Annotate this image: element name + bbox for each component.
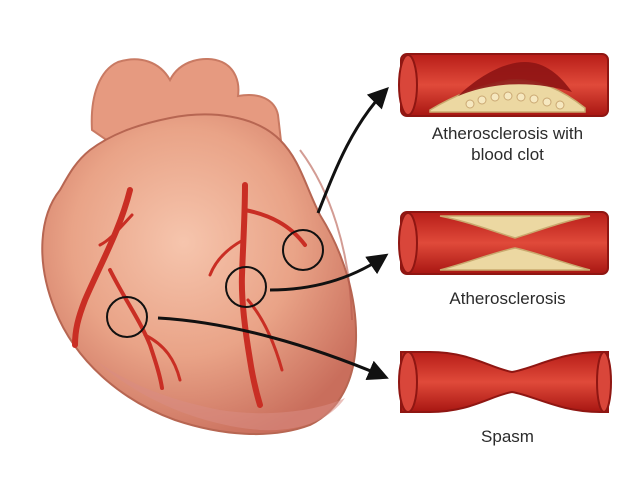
vessel-wall [400,351,609,413]
blood-clot [458,62,572,96]
vessel-opening-far [596,351,612,413]
highlight-circle-1 [282,229,324,271]
plaque-top [439,215,591,239]
highlight-circle-2 [225,266,267,308]
plaque-bottom [439,247,591,271]
highlight-circle-3 [106,296,148,338]
arrow-to-clot [316,86,389,214]
arrow-to-spasm [157,316,389,381]
arrow-to-atherosclerosis [269,253,389,292]
caption-line: Atherosclerosis [449,289,566,308]
vessel-clot [398,53,609,117]
caption-line: Spasm [481,427,534,446]
caption-line: Atherosclerosis with [431,124,584,143]
heart [41,58,358,436]
caption-atherosclerosis-with-blood-clot: Atherosclerosis with blood clot [400,123,615,165]
vessel-spasm [398,351,612,413]
caption-atherosclerosis: Atherosclerosis [400,288,615,309]
vessel-opening [398,212,418,274]
right-ventricle-edge [299,149,353,321]
caption-spasm: Spasm [400,426,615,447]
vessel-opening [398,54,418,116]
lower-shadow [95,360,345,431]
vessel-opening [398,351,418,413]
caption-line: blood clot [471,145,544,164]
vessel-atherosclerosis [398,211,609,275]
